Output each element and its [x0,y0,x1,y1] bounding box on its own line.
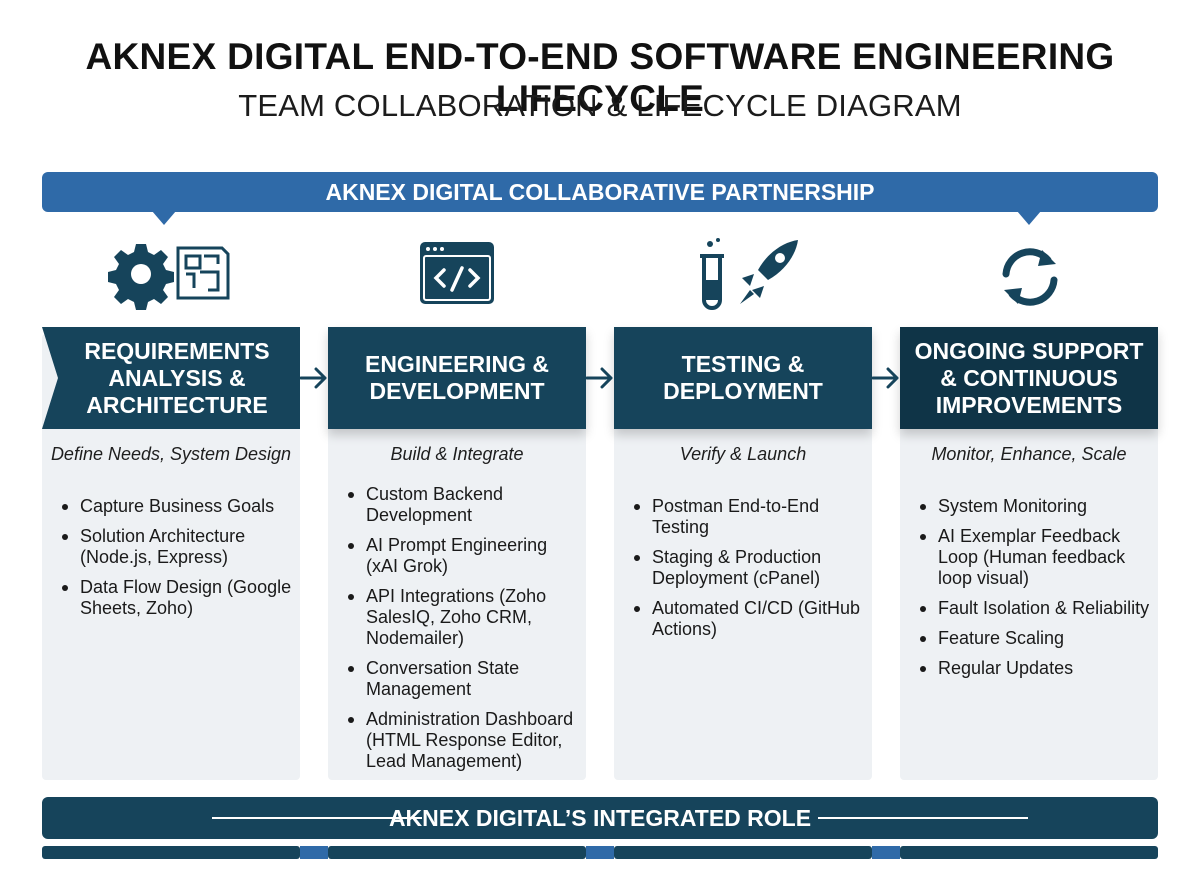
list-item: Postman End-to-End Testing [630,496,870,538]
stage-title: ENGINEERING & DEVELOPMENT [364,351,550,404]
diagram-subtitle: TEAM COLLABORATION & LIFECYCLE DIAGRAM [238,88,962,123]
test-tube-rocket-icon [700,238,798,310]
list-item: Conversation State Management [344,658,584,700]
list-item: Capture Business Goals [58,496,298,517]
bottom-connector [586,846,614,859]
list-item: System Monitoring [916,496,1156,517]
flow-arrow-icon [585,367,613,389]
stage-header-requirements: REQUIREMENTS ANALYSIS & ARCHITECTURE [42,327,300,429]
list-item: Staging & Production Deployment (cPanel) [630,547,870,589]
bottom-segment [614,846,872,859]
refresh-cycle-icon [1002,248,1058,306]
list-item: Feature Scaling [916,628,1156,649]
partnership-label: AKNEX DIGITAL COLLABORATIVE PARTNERSHIP [325,178,875,205]
list-item: Fault Isolation & Reliability [916,598,1156,619]
bottom-connector [872,846,900,859]
bottom-segment [42,846,300,859]
code-window-icon [420,242,494,304]
flow-arrow-icon [871,367,899,389]
stage-tagline: Build & Integrate [390,444,524,464]
list-item: API Integrations (Zoho SalesIQ, Zoho CRM… [344,586,584,649]
integrated-role-label: AKNEX DIGITAL’S INTEGRATED ROLE [388,804,812,831]
stage-item-list-testing: Postman End-to-End Testing Staging & Pro… [630,496,870,649]
stage-header-support: ONGOING SUPPORT & CONTINUOUS IMPROVEMENT… [900,327,1158,429]
list-item: Custom Backend Development [344,484,584,526]
partnership-banner: AKNEX DIGITAL COLLABORATIVE PARTNERSHIP [42,172,1158,212]
bottom-connector [300,846,328,859]
stage-tagline: Verify & Launch [679,444,807,464]
integrated-role-bar: AKNEX DIGITAL’S INTEGRATED ROLE [42,797,1158,839]
stage-header-testing: TESTING & DEPLOYMENT [614,327,872,429]
stage-title: REQUIREMENTS ANALYSIS & ARCHITECTURE [84,337,270,418]
partnership-pointer-right [1017,211,1041,225]
bottom-segment [328,846,586,859]
list-item: Solution Architecture (Node.js, Express) [58,526,298,568]
list-item: AI Prompt Engineering (xAI Grok) [344,535,584,577]
gear-blueprint-icon [108,244,230,310]
role-divider-left [212,817,422,819]
diagram-title: AKNEX DIGITAL END-TO-END SOFTWARE ENGINE… [85,36,1115,119]
stage-title: TESTING & DEPLOYMENT [663,351,823,404]
partnership-pointer-left [152,211,176,225]
stage-item-list-engineering: Custom Backend Development AI Prompt Eng… [344,484,584,781]
flow-arrow-icon [299,367,327,389]
bottom-segment [900,846,1158,859]
list-item: Administration Dashboard (HTML Response … [344,709,584,772]
stage-header-engineering: ENGINEERING & DEVELOPMENT [328,327,586,429]
stage-title: ONGOING SUPPORT & CONTINUOUS IMPROVEMENT… [914,337,1144,418]
list-item: Automated CI/CD (GitHub Actions) [630,598,870,640]
list-item: Data Flow Design (Google Sheets, Zoho) [58,577,298,619]
list-item: Regular Updates [916,658,1156,679]
stage-tagline: Monitor, Enhance, Scale [931,444,1127,464]
stage-item-list-support: System Monitoring AI Exemplar Feedback L… [916,496,1156,688]
role-divider-right [818,817,1028,819]
stage-tagline: Define Needs, System Design [50,444,292,464]
stage-item-list-requirements: Capture Business Goals Solution Architec… [58,496,298,628]
list-item: AI Exemplar Feedback Loop (Human feedbac… [916,526,1156,589]
